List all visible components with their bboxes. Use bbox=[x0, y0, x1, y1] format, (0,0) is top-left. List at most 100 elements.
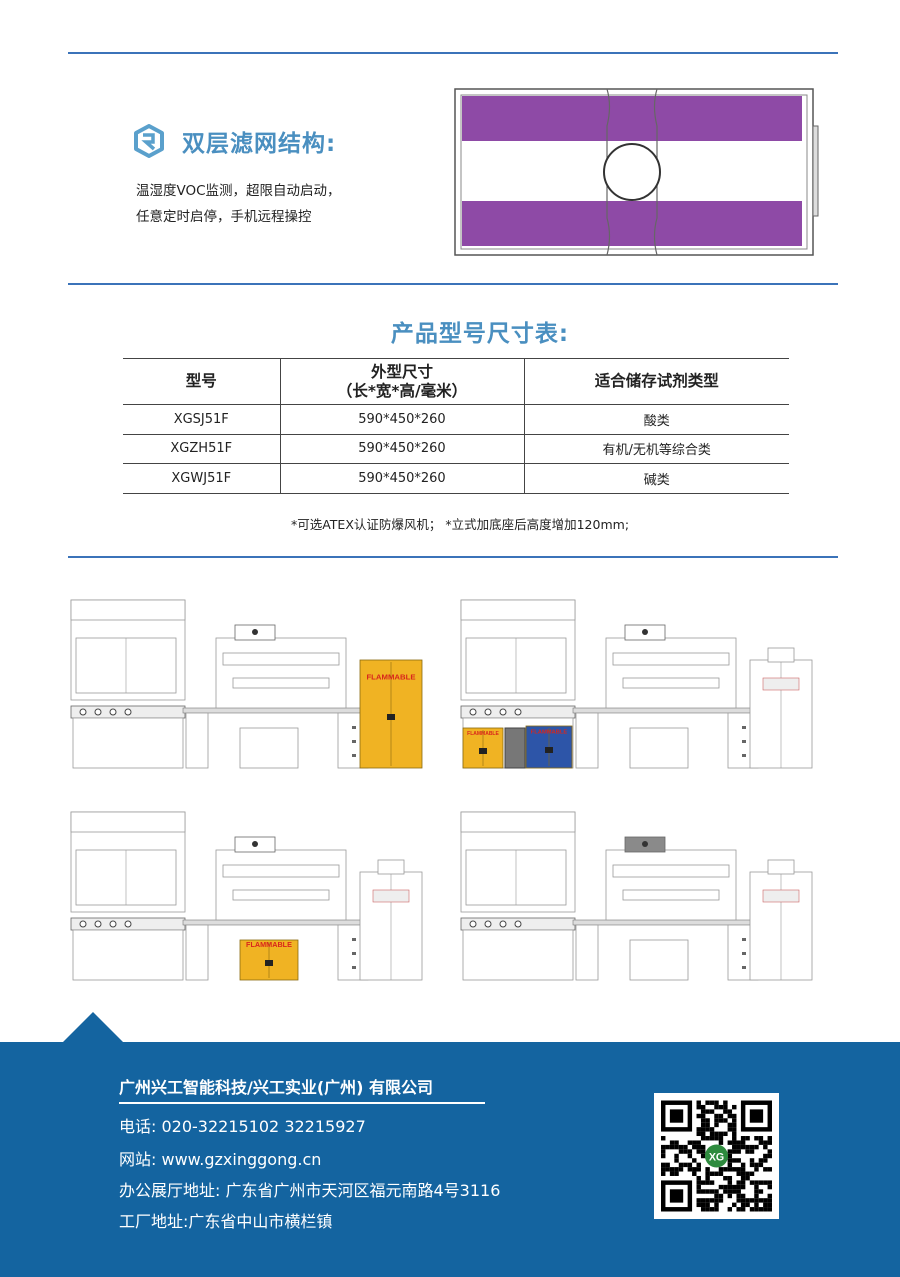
qr-module bbox=[732, 1127, 737, 1132]
structure-logo-icon bbox=[134, 124, 164, 158]
qr-module bbox=[700, 1118, 706, 1123]
qr-module bbox=[714, 1171, 719, 1176]
exhaust-frame bbox=[605, 637, 737, 709]
drawer-handle bbox=[352, 952, 356, 955]
qr-module bbox=[700, 1153, 706, 1159]
qr-module bbox=[709, 1100, 715, 1105]
qr-module bbox=[763, 1158, 768, 1163]
drawer-handle bbox=[352, 938, 356, 941]
divider-bottom bbox=[68, 556, 838, 558]
qr-module bbox=[714, 1104, 719, 1110]
qr-module bbox=[709, 1171, 715, 1176]
qr-module bbox=[740, 1193, 746, 1199]
qr-module bbox=[714, 1136, 719, 1141]
fume-hood-top bbox=[460, 599, 576, 621]
qr-module bbox=[736, 1158, 741, 1163]
qr-module bbox=[718, 1184, 724, 1190]
qr-module bbox=[714, 1113, 719, 1119]
header-size-line2: （长*宽*高/毫米） bbox=[336, 381, 468, 400]
company-underline bbox=[119, 1102, 485, 1104]
under-bench-cabinet bbox=[239, 727, 299, 769]
qr-module bbox=[705, 1189, 710, 1194]
description-line: 任意定时启停，手机远程操控 bbox=[136, 209, 312, 225]
qr-module bbox=[754, 1198, 759, 1203]
bench-top bbox=[182, 919, 389, 926]
drawer-handle bbox=[352, 754, 356, 757]
qr-module bbox=[727, 1167, 733, 1172]
qr-module bbox=[709, 1136, 715, 1141]
valve-icon bbox=[124, 708, 132, 716]
qr-module bbox=[727, 1162, 733, 1168]
qr-module bbox=[674, 1171, 679, 1176]
qr-module bbox=[754, 1162, 759, 1168]
qr-module bbox=[661, 1149, 666, 1154]
header-size-line1: 外型尺寸 bbox=[370, 362, 433, 381]
qr-module bbox=[661, 1144, 666, 1150]
qr-module bbox=[740, 1202, 746, 1208]
qr-module bbox=[696, 1131, 701, 1137]
bench-leg-cabinet bbox=[185, 924, 209, 981]
qr-module bbox=[732, 1113, 737, 1119]
qr-module bbox=[692, 1171, 697, 1176]
qr-module bbox=[727, 1158, 733, 1163]
qr-module bbox=[705, 1171, 710, 1176]
qr-module bbox=[723, 1175, 728, 1181]
qr-module bbox=[723, 1118, 728, 1123]
qr-module bbox=[705, 1167, 710, 1172]
lab-scene-4 bbox=[460, 811, 813, 981]
qr-module bbox=[767, 1193, 772, 1199]
qr-module bbox=[696, 1184, 701, 1190]
valve-icon bbox=[79, 708, 87, 716]
tall-cabinet-fan bbox=[377, 859, 405, 875]
qr-module bbox=[700, 1180, 706, 1185]
valve-icon bbox=[514, 920, 522, 928]
qr-module bbox=[718, 1193, 724, 1199]
qr-module bbox=[727, 1193, 733, 1199]
qr-module bbox=[749, 1162, 755, 1168]
qr-module bbox=[723, 1167, 728, 1172]
cell-model: XGZH51F bbox=[123, 433, 281, 464]
fan-icon bbox=[642, 629, 648, 635]
qr-module bbox=[709, 1207, 715, 1212]
qr-module bbox=[705, 1127, 710, 1132]
table-title: 产品型号尺寸表: bbox=[390, 321, 570, 347]
website[interactable]: 网站: www.gzxinggong.cn bbox=[119, 1150, 322, 1169]
qr-module bbox=[754, 1193, 759, 1199]
valve-icon bbox=[484, 708, 492, 716]
tall-cabinet-label-area bbox=[762, 889, 800, 903]
hood-base-cabinet bbox=[462, 929, 574, 981]
hood-base-cabinet bbox=[72, 717, 184, 769]
qr-module bbox=[736, 1189, 741, 1194]
qr-module bbox=[732, 1202, 737, 1208]
qr-module bbox=[700, 1122, 706, 1128]
qr-module bbox=[718, 1113, 724, 1119]
valve-icon bbox=[469, 708, 477, 716]
qr-module bbox=[754, 1167, 759, 1172]
qr-module bbox=[700, 1136, 706, 1141]
fan-icon bbox=[252, 841, 258, 847]
qr-module bbox=[740, 1171, 746, 1176]
qr-module bbox=[696, 1175, 701, 1181]
qr-module bbox=[709, 1198, 715, 1203]
qr-module bbox=[745, 1202, 750, 1208]
qr-module bbox=[732, 1104, 737, 1110]
qr-module bbox=[714, 1118, 719, 1123]
qr-module bbox=[696, 1144, 701, 1150]
valve-icon bbox=[469, 920, 477, 928]
qr-module bbox=[736, 1144, 741, 1150]
qr-module bbox=[696, 1113, 701, 1119]
header-model: 型号 bbox=[123, 358, 281, 405]
qr-module bbox=[709, 1180, 715, 1185]
valve-icon bbox=[109, 708, 117, 716]
qr-module bbox=[723, 1100, 728, 1105]
qr-module bbox=[767, 1184, 772, 1190]
qr-module bbox=[758, 1207, 764, 1212]
qr-module bbox=[767, 1198, 772, 1203]
qr-module bbox=[705, 1180, 710, 1185]
qr-module bbox=[723, 1104, 728, 1110]
header-size: 外型尺寸（长*宽*高/毫米） bbox=[279, 358, 525, 405]
qr-module bbox=[723, 1184, 728, 1190]
bench-leg-cabinet bbox=[185, 712, 209, 769]
qr-module bbox=[758, 1180, 764, 1185]
